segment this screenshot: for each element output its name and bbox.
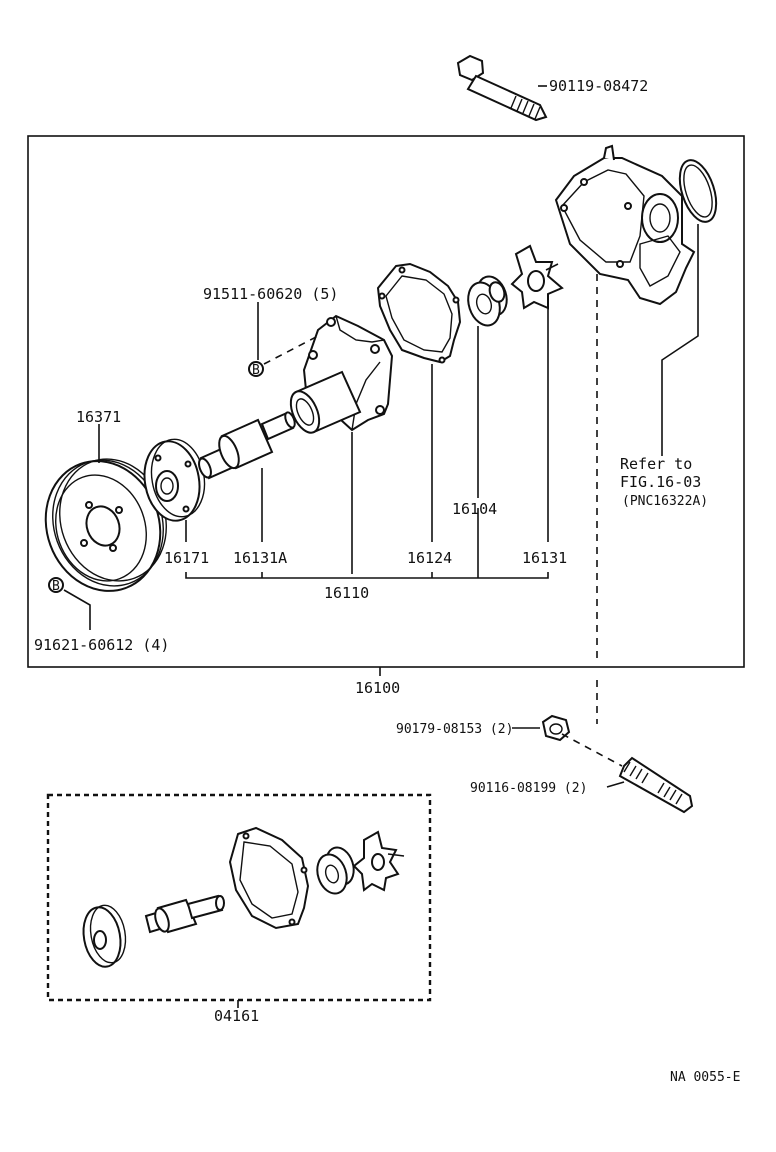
kit-seal	[316, 846, 355, 895]
bolt-5-label: 91511-60620 (5)	[203, 285, 338, 303]
b-marker-lower	[48, 577, 64, 593]
nut-label: 90179-08153 (2)	[396, 722, 513, 737]
stud-label: 90116-08199 (2)	[470, 781, 587, 796]
shaft-label: 16131A	[233, 549, 287, 567]
kit-gasket	[228, 826, 310, 930]
kit-frame	[46, 793, 432, 1002]
pump-body	[289, 314, 394, 434]
gasket	[376, 262, 462, 364]
kit-flange	[82, 904, 127, 968]
stud	[618, 756, 694, 814]
gasket-label: 16124	[407, 549, 452, 567]
refer-text-line1: Refer to	[620, 455, 692, 473]
kit-shaft-bearing	[144, 894, 225, 934]
flange-label: 16171	[164, 549, 209, 567]
o-ring	[678, 159, 718, 223]
kit-label: 04161	[214, 1007, 259, 1025]
flange	[143, 438, 206, 522]
b-marker-upper	[248, 361, 264, 377]
top-bolt-label: 90119-08472	[549, 77, 648, 95]
kit-impeller	[352, 830, 405, 892]
shaft-bearing	[198, 411, 296, 480]
drawing-code: NA 0055-E	[670, 1070, 740, 1085]
top-bolt	[456, 54, 548, 122]
assembly-label: 16100	[355, 679, 400, 697]
pump-housing	[554, 144, 696, 306]
pulley	[44, 458, 167, 592]
seal	[467, 275, 508, 327]
refer-text-line3: (PNC16322A)	[622, 494, 708, 509]
impeller	[510, 244, 564, 310]
body-label: 16110	[324, 584, 369, 602]
bolt-4-label: 91621-60612 (4)	[34, 636, 169, 654]
b-marker-upper-text: B	[252, 363, 260, 378]
seal-label: 16104	[452, 500, 497, 518]
pulley-label: 16371	[76, 408, 121, 426]
assembly-frame	[27, 135, 745, 668]
b-marker-lower-text: B	[52, 579, 60, 594]
refer-text-line2: FIG.16-03	[620, 473, 701, 491]
impeller-label: 16131	[522, 549, 567, 567]
